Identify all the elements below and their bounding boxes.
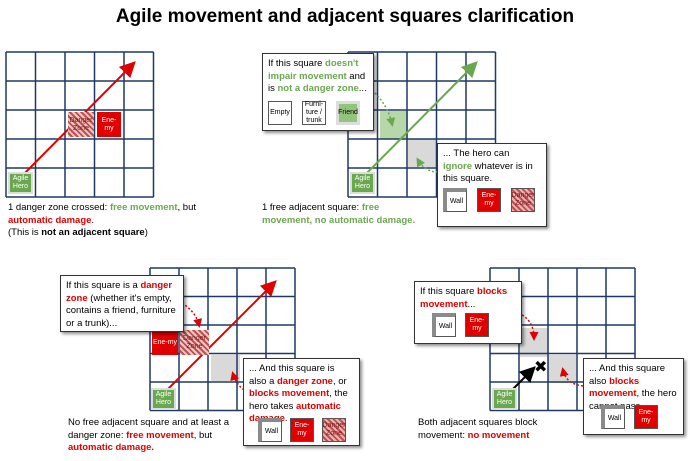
- page-title: Agile movement and adjacent squares clar…: [115, 6, 575, 27]
- enemy-token: Ene-my: [152, 330, 178, 355]
- wall-tile: Wall: [258, 418, 282, 442]
- blocked-x-icon: ✖: [534, 357, 547, 376]
- enemy-token: Ene-my: [97, 112, 121, 137]
- empty-tile: Empty: [268, 101, 292, 125]
- panel2-move-arrow: [356, 61, 478, 184]
- panel4-callout-bottom: ... And this square also blocks movement…: [583, 358, 684, 435]
- agile-hero-token: Agile Hero: [8, 172, 33, 194]
- panel4-caption: Both adjacent squares block movement: no…: [418, 417, 538, 441]
- panel3-pointer-bottom: [230, 371, 245, 391]
- panel2-callout-bottom: ... The hero can ignore whatever is in t…: [437, 143, 547, 227]
- enemy-tile: Ene-my: [290, 418, 314, 442]
- highlight-squares: [211, 111, 576, 383]
- panel3-caption: No free adjacent square and at least a d…: [68, 417, 230, 453]
- enemy-tile: Ene-my: [634, 405, 658, 429]
- danger-zone-token: Danger Zone: [180, 330, 209, 355]
- panel3-move-arrow: [156, 280, 277, 401]
- enemy-tile: Ene-my: [477, 188, 501, 212]
- panel3-pointer-top: [181, 302, 203, 328]
- highlighted-square: [548, 355, 576, 383]
- furniture-tile: Furni-ture / trunk: [302, 101, 326, 125]
- highlighted-square: [408, 139, 436, 167]
- panel4-pointer-top: [521, 314, 539, 341]
- highlighted-square: [211, 355, 240, 381]
- agile-hero-token: Agile Hero: [350, 172, 375, 194]
- wall-tile: Wall: [432, 313, 456, 337]
- agile-hero-token: Agile Hero: [492, 388, 517, 410]
- panel4-pointer-bottom: [559, 367, 584, 387]
- panel3-callout-top: If this square is a danger zone (whether…: [60, 275, 184, 332]
- panel2-pointer-top: [371, 89, 396, 127]
- friend-tile: Friend: [336, 101, 360, 125]
- danger-zone-tile: Danger Zone: [511, 188, 535, 212]
- wall-tile: Wall: [443, 188, 467, 212]
- danger-zone-tile: Danger Zone: [322, 418, 346, 442]
- panel2-caption: 1 free adjacent square: free movement, n…: [262, 202, 416, 226]
- wall-tile: Wall: [601, 405, 625, 429]
- enemy-tile: Ene-my: [465, 313, 489, 337]
- agile-hero-token: Agile Hero: [151, 388, 176, 410]
- panel1-caption: 1 danger zone crossed: free movement, bu…: [8, 202, 197, 238]
- danger-zone-token: Danger Zone: [68, 112, 94, 137]
